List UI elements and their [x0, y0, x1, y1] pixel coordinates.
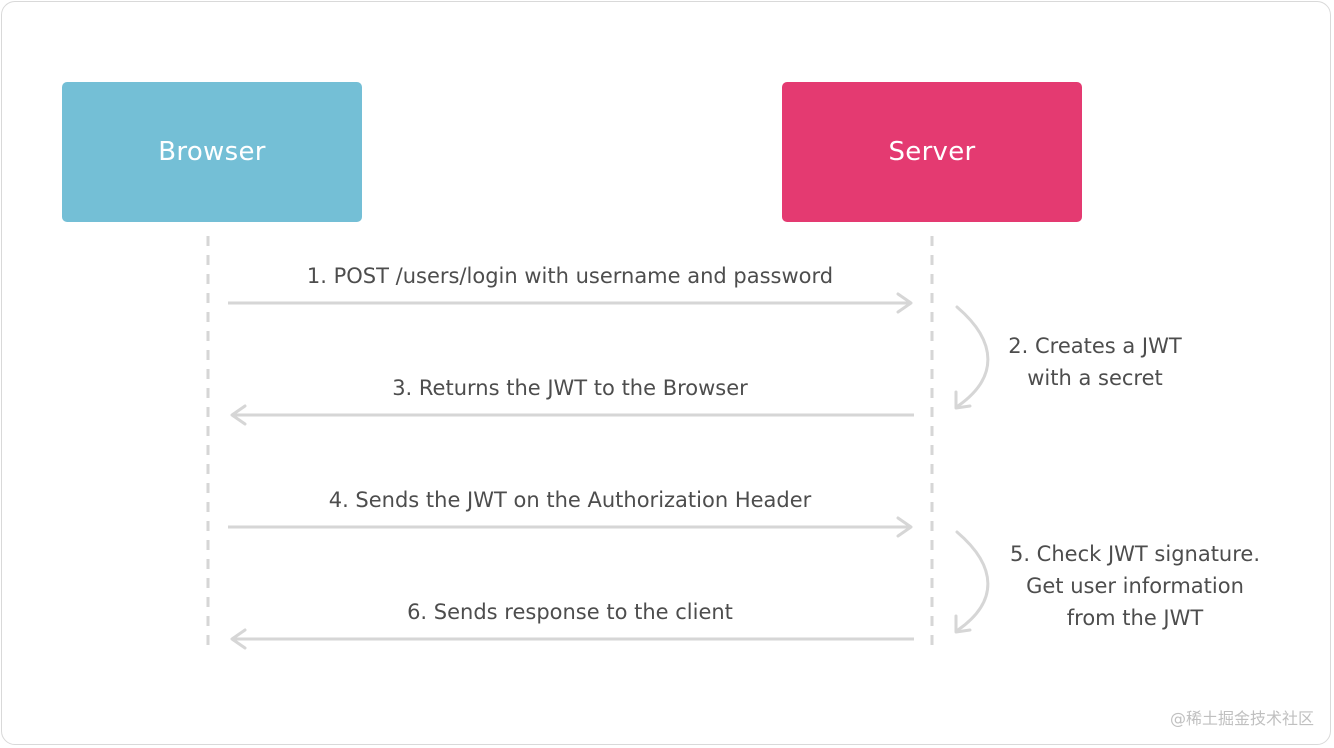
server-actor: Server [782, 82, 1082, 222]
message-1-label: 1. POST /users/login with username and p… [306, 264, 834, 288]
server-note-2-line-1: 2. Creates a JWT [1008, 334, 1182, 358]
self-loop-2-arrow [954, 305, 990, 410]
browser-actor: Browser [62, 82, 362, 222]
server-note-2-line-2: with a secret [1027, 366, 1163, 390]
message-1-arrow [228, 292, 913, 314]
message-4-arrow [228, 516, 913, 538]
message-3-arrow [230, 404, 914, 426]
self-loop-5-arrow [954, 530, 990, 634]
message-6-arrow [230, 628, 914, 650]
message-4-label: 4. Sends the JWT on the Authorization He… [328, 488, 812, 512]
server-note-5-line-3: from the JWT [1066, 606, 1204, 630]
server-note-2: 2. Creates a JWT with a secret [995, 330, 1195, 394]
server-note-5: 5. Check JWT signature. Get user informa… [1000, 538, 1270, 634]
message-6-label: 6. Sends response to the client [407, 600, 733, 624]
message-3-label: 3. Returns the JWT to the Browser [392, 376, 748, 400]
server-note-5-line-2: Get user information [1026, 574, 1244, 598]
server-note-5-line-1: 5. Check JWT signature. [1009, 542, 1261, 566]
browser-label: Browser [158, 137, 266, 167]
server-label: Server [888, 137, 976, 167]
watermark: @稀土掘金技术社区 [1169, 709, 1314, 728]
